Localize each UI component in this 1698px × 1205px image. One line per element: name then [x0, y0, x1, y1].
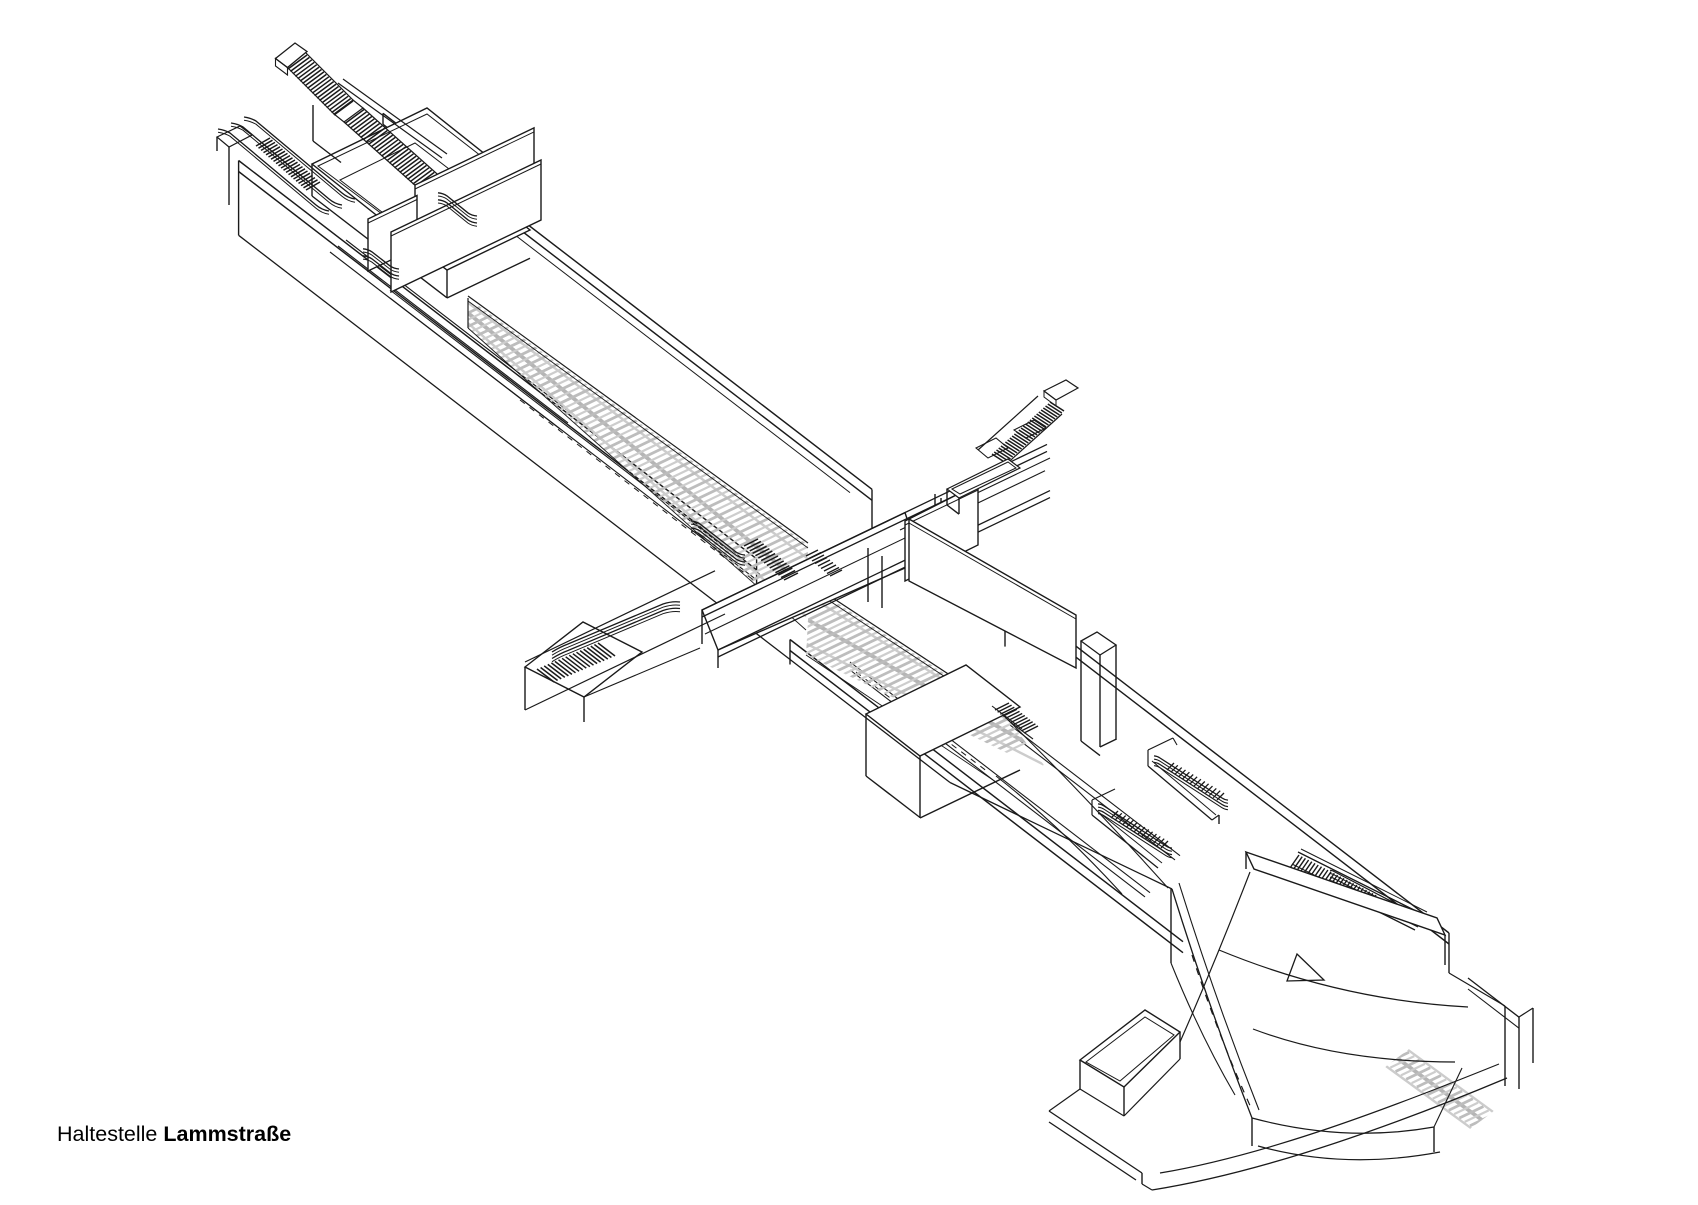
svg-text:Haltestelle Lammstraße: Haltestelle Lammstraße — [57, 1122, 291, 1146]
